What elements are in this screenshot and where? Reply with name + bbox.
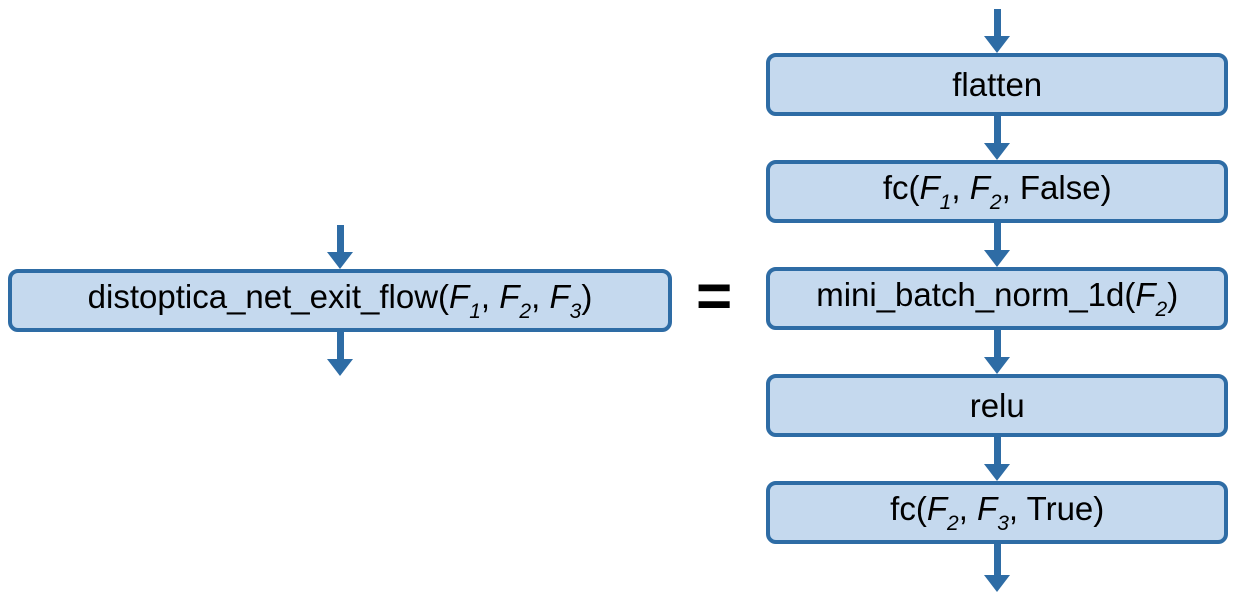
node-label: relu — [969, 386, 1025, 424]
node-label: mini_batch_norm_1d(F2) — [816, 275, 1179, 321]
node-fc-f2-f3-true: fc(F2, F3, True) — [766, 481, 1229, 544]
node-label: distoptica_net_exit_flow(F1, F2, F3) — [87, 277, 593, 323]
arrow-head — [984, 357, 1011, 374]
arrow-shaft — [993, 223, 1001, 250]
node-flatten: flatten — [766, 53, 1229, 116]
arrow-head — [984, 143, 1011, 160]
node-distoptica-net-exit-flow: distoptica_net_exit_flow(F1, F2, F3) — [8, 269, 672, 332]
arrow-head — [984, 36, 1011, 53]
arrow-down-icon — [984, 116, 1011, 160]
arrow-shaft — [993, 116, 1001, 143]
arrow-shaft — [993, 330, 1001, 357]
arrow-shaft — [993, 9, 1001, 36]
arrow-down-icon — [984, 544, 1011, 592]
node-fc-f1-f2-false: fc(F1, F2, False) — [766, 160, 1229, 223]
arrow-down-icon — [984, 223, 1011, 267]
equals-sign: = — [696, 261, 733, 331]
node-relu: relu — [766, 374, 1229, 437]
lhs-group: distoptica_net_exit_flow(F1, F2, F3) — [8, 225, 672, 376]
arrow-shaft — [336, 332, 344, 359]
node-label: flatten — [952, 65, 1043, 103]
rhs-group: flatten fc(F1, F2, False) mini_batch_nor… — [766, 9, 1229, 592]
arrow-down-icon — [327, 332, 353, 376]
arrow-down-icon — [327, 225, 353, 269]
arrow-shaft — [993, 544, 1001, 575]
arrow-down-icon — [984, 9, 1011, 53]
node-mini-batch-norm-1d: mini_batch_norm_1d(F2) — [766, 267, 1229, 330]
arrow-head — [327, 252, 353, 269]
arrow-shaft — [993, 437, 1001, 464]
arrow-head — [984, 250, 1011, 267]
arrow-head — [984, 575, 1011, 592]
node-label: fc(F2, F3, True) — [890, 489, 1105, 535]
node-label: fc(F1, F2, False) — [882, 168, 1112, 214]
arrow-down-icon — [984, 437, 1011, 481]
arrow-head — [984, 464, 1011, 481]
arrow-shaft — [336, 225, 344, 252]
arrow-down-icon — [984, 330, 1011, 374]
arrow-head — [327, 359, 353, 376]
